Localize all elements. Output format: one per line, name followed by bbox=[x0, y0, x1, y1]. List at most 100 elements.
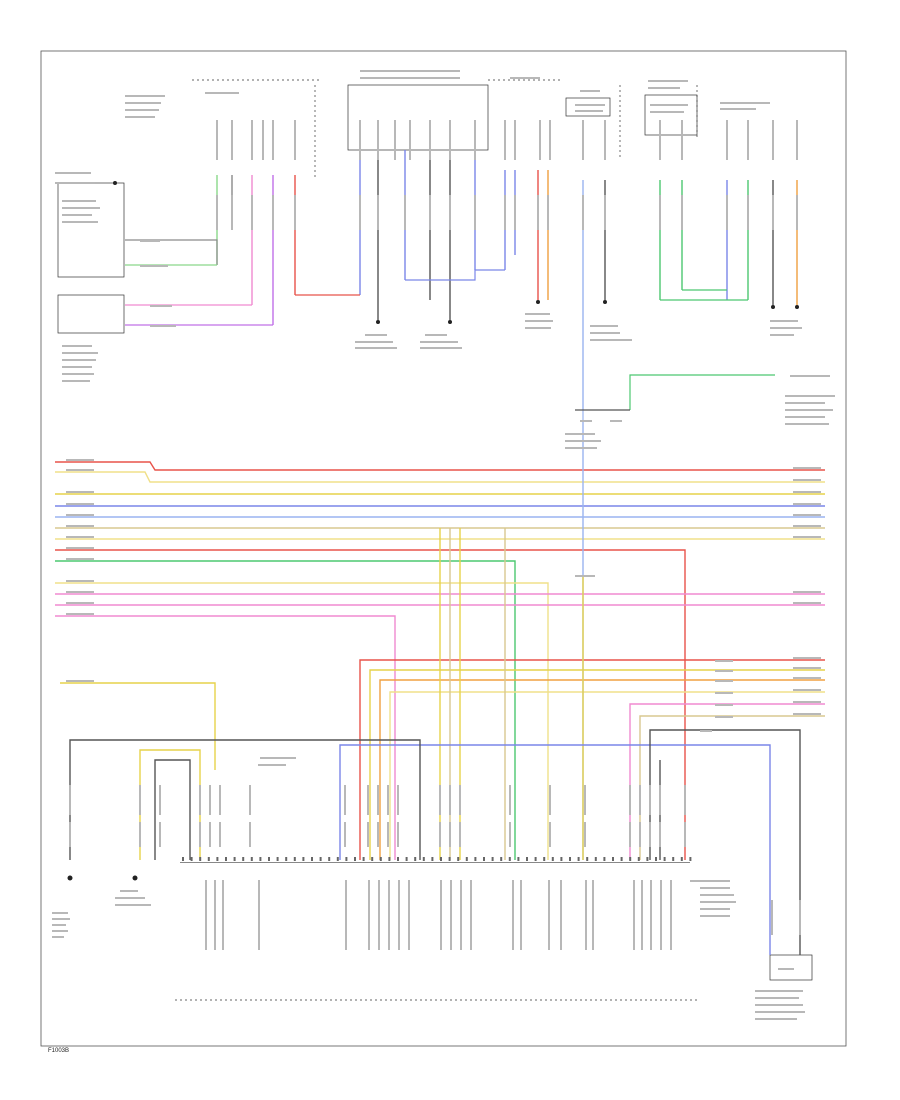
unreadable-label bbox=[509, 785, 511, 815]
unreadable-label bbox=[205, 92, 239, 94]
unreadable-label bbox=[726, 195, 728, 230]
unreadable-label bbox=[799, 900, 801, 935]
connector-pin bbox=[603, 857, 606, 861]
connector-pin bbox=[328, 857, 331, 861]
connector-pin bbox=[440, 857, 442, 861]
unreadable-label bbox=[772, 120, 774, 160]
connector-pin bbox=[422, 857, 425, 861]
unreadable-label bbox=[429, 195, 431, 230]
connector-pin bbox=[689, 857, 692, 861]
connector-pin bbox=[182, 857, 184, 861]
connector-pin bbox=[646, 857, 649, 861]
unreadable-label bbox=[504, 195, 506, 230]
unreadable-label bbox=[231, 195, 233, 230]
connector-pin bbox=[517, 857, 520, 861]
unreadable-label bbox=[604, 195, 606, 230]
connector-pin bbox=[543, 857, 546, 861]
unreadable-label bbox=[770, 320, 798, 322]
unreadable-label bbox=[755, 990, 803, 992]
unreadable-label bbox=[755, 1018, 797, 1020]
unreadable-label bbox=[715, 692, 733, 694]
unreadable-label bbox=[575, 104, 605, 106]
connector-pin bbox=[629, 857, 632, 861]
unreadable-label bbox=[216, 195, 218, 230]
unreadable-label bbox=[459, 785, 461, 815]
unreadable-label bbox=[474, 120, 476, 160]
connector-pin bbox=[655, 857, 657, 861]
unreadable-label bbox=[785, 416, 825, 418]
connector-pin bbox=[345, 857, 348, 861]
bus-wires bbox=[55, 420, 825, 955]
unreadable-label bbox=[659, 120, 661, 160]
unreadable-label bbox=[700, 908, 730, 910]
bottom-right-component bbox=[769, 954, 813, 981]
unreadable-label bbox=[592, 880, 594, 950]
unreadable-label bbox=[139, 785, 141, 815]
unreadable-label bbox=[793, 514, 821, 516]
connector-pin bbox=[405, 857, 408, 861]
unreadable-label bbox=[778, 968, 794, 970]
unreadable-label bbox=[565, 440, 601, 442]
unreadable-label bbox=[377, 120, 379, 160]
unreadable-label bbox=[715, 680, 733, 682]
unreadable-label bbox=[66, 469, 94, 471]
connector-pin bbox=[637, 857, 640, 861]
diagram-border bbox=[40, 50, 847, 1047]
connector-pin bbox=[199, 857, 202, 861]
connector-pin bbox=[680, 857, 683, 861]
unreadable-label bbox=[125, 109, 159, 111]
unreadable-label bbox=[525, 320, 553, 322]
unreadable-label bbox=[514, 120, 516, 160]
unreadable-label bbox=[715, 660, 733, 662]
footer-code: F1003B bbox=[48, 1048, 69, 1054]
unreadable-label bbox=[585, 880, 587, 950]
unreadable-label bbox=[629, 822, 631, 847]
unreadable-label bbox=[650, 104, 688, 106]
unreadable-label bbox=[547, 195, 549, 230]
unreadable-label bbox=[610, 420, 622, 422]
unreadable-label bbox=[633, 880, 635, 950]
unreadable-label bbox=[641, 880, 643, 950]
unreadable-label bbox=[700, 901, 736, 903]
unreadable-label bbox=[260, 757, 296, 759]
connector-pin bbox=[526, 857, 528, 861]
unreadable-label bbox=[387, 822, 389, 847]
unreadable-label bbox=[66, 547, 94, 549]
unreadable-label bbox=[140, 265, 168, 267]
unreadable-label bbox=[793, 667, 821, 669]
unreadable-label bbox=[66, 613, 94, 615]
unreadable-label bbox=[125, 102, 161, 104]
unreadable-label bbox=[387, 785, 389, 815]
unreadable-label bbox=[684, 785, 686, 815]
unreadable-label bbox=[231, 120, 233, 160]
connector-pin bbox=[336, 857, 339, 861]
connector-pin bbox=[594, 857, 597, 861]
unreadable-label bbox=[216, 120, 218, 160]
connector-pin bbox=[414, 857, 417, 861]
unreadable-label bbox=[367, 822, 369, 847]
unreadable-label bbox=[715, 704, 733, 706]
unreadable-label bbox=[755, 1011, 805, 1013]
unreadable-label bbox=[159, 822, 161, 847]
unreadable-label bbox=[793, 503, 821, 505]
unreadable-label bbox=[548, 880, 550, 950]
unreadable-label bbox=[793, 479, 821, 481]
unreadable-label bbox=[700, 915, 730, 917]
unreadable-label bbox=[209, 785, 211, 815]
connector-pin bbox=[612, 857, 614, 861]
unreadable-label bbox=[449, 120, 451, 160]
connector-pin bbox=[560, 857, 563, 861]
connector-pin bbox=[508, 857, 511, 861]
connector-pin bbox=[586, 857, 589, 861]
connector-pin bbox=[319, 857, 322, 861]
unreadable-label bbox=[460, 880, 462, 950]
unreadable-label bbox=[52, 912, 68, 914]
connector-pin bbox=[448, 857, 451, 861]
unreadable-label bbox=[520, 880, 522, 950]
unreadable-label bbox=[404, 195, 406, 230]
connector-pin bbox=[388, 857, 391, 861]
unreadable-label bbox=[62, 366, 92, 368]
unreadable-label bbox=[785, 423, 829, 425]
unreadable-label bbox=[504, 120, 506, 160]
bottom-connector-pins bbox=[182, 857, 692, 861]
